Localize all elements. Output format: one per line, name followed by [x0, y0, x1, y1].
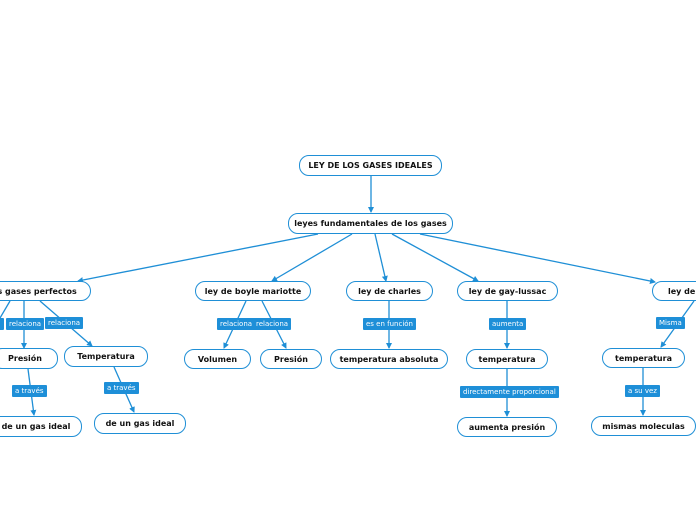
charles-link[interactable]: es en función: [363, 318, 416, 330]
avogadro-link[interactable]: Misma: [656, 317, 685, 329]
gay-lussac-node[interactable]: ley de gay-lussac: [457, 281, 558, 301]
perfect-temperatura-node[interactable]: Temperatura: [64, 346, 148, 367]
link-main-gay: [391, 233, 479, 282]
link-main-charles: [374, 233, 388, 282]
boyle-node[interactable]: ley de boyle mariotte: [195, 281, 311, 301]
perfect-link-right[interactable]: relaciona: [45, 317, 84, 329]
link-main-avogadro: [419, 233, 656, 284]
perfect-via-right[interactable]: a través: [104, 382, 139, 394]
charles-result-node[interactable]: temperatura absoluta: [330, 349, 448, 369]
boyle-volumen-node[interactable]: Volumen: [184, 349, 251, 369]
main-node[interactable]: leyes fundamentales de los gases: [288, 213, 453, 234]
boyle-link-right[interactable]: relaciona: [253, 318, 292, 330]
boyle-presion-node[interactable]: Presión: [260, 349, 322, 369]
perfect-presion-node[interactable]: Presión: [0, 348, 58, 369]
avogadro-node[interactable]: ley de a: [652, 281, 696, 301]
gay-link-proportional[interactable]: directamente proporcional: [460, 386, 559, 398]
link-main-perfect: [77, 233, 319, 283]
perfect-link-left[interactable]: relaciona: [6, 318, 45, 330]
perfect-gas-left-node[interactable]: de un gas ideal: [0, 416, 82, 437]
perfect-via-left[interactable]: a través: [12, 385, 47, 397]
link-perfect-edge: [0, 300, 11, 319]
root-node[interactable]: LEY DE LOS GASES IDEALES: [299, 155, 442, 176]
avogadro-result-node[interactable]: mismas moleculas: [591, 416, 696, 436]
boyle-link-left[interactable]: relaciona: [217, 318, 256, 330]
gay-temperatura-node[interactable]: temperatura: [466, 349, 548, 369]
gay-result-node[interactable]: aumenta presión: [457, 417, 557, 437]
avogadro-link-su-vez[interactable]: a su vez: [625, 385, 660, 397]
avogadro-temperatura-node[interactable]: temperatura: [602, 348, 685, 368]
perfect-gases-node[interactable]: los gases perfectos: [0, 281, 91, 301]
gay-link[interactable]: aumenta: [489, 318, 527, 330]
link-main-boyle: [271, 233, 353, 282]
perfect-edge-tag: [0, 318, 4, 330]
perfect-gas-right-node[interactable]: de un gas ideal: [94, 413, 186, 434]
charles-node[interactable]: ley de charles: [346, 281, 433, 301]
